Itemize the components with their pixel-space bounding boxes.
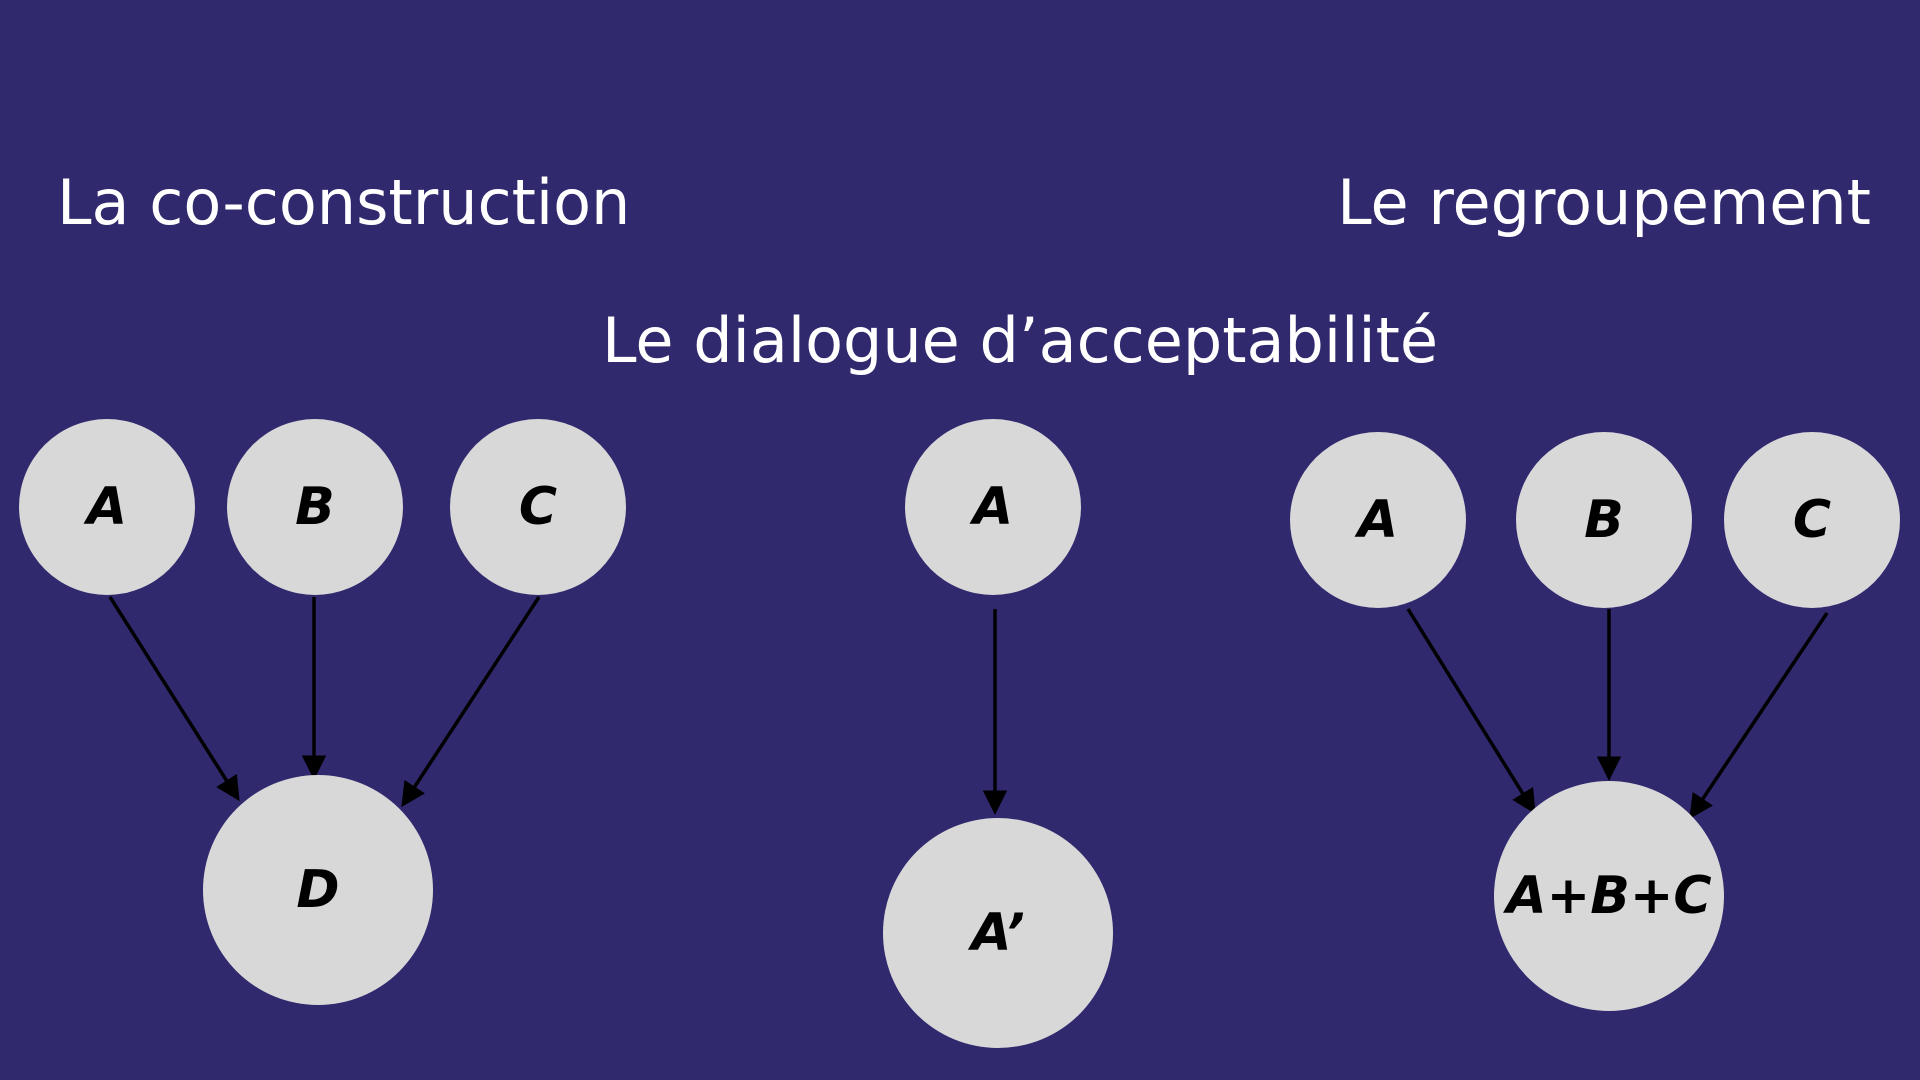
node-d: D [203,775,433,1005]
title-coconstruction: La co-construction [57,166,631,239]
node-c-coconstruction: C [450,419,626,595]
arrow-a-to-abc [1406,608,1536,815]
node-abc: A+B+C [1494,781,1724,1011]
node-b-regroupement: B [1516,432,1692,608]
arrow-c-to-abc [1689,612,1829,820]
node-c-regroupement: C [1724,432,1900,608]
arrow-c-to-d [401,596,541,808]
node-a-prime: A’ [883,818,1113,1048]
node-b-coconstruction: B [227,419,403,595]
node-a-coconstruction: A [19,419,195,595]
title-dialogue: Le dialogue d’acceptabilité [601,304,1439,377]
arrow-a-to-d [108,596,240,802]
node-a-regroupement: A [1290,432,1466,608]
title-regroupement: Le regroupement [1337,166,1871,239]
node-a-dialogue: A [905,419,1081,595]
